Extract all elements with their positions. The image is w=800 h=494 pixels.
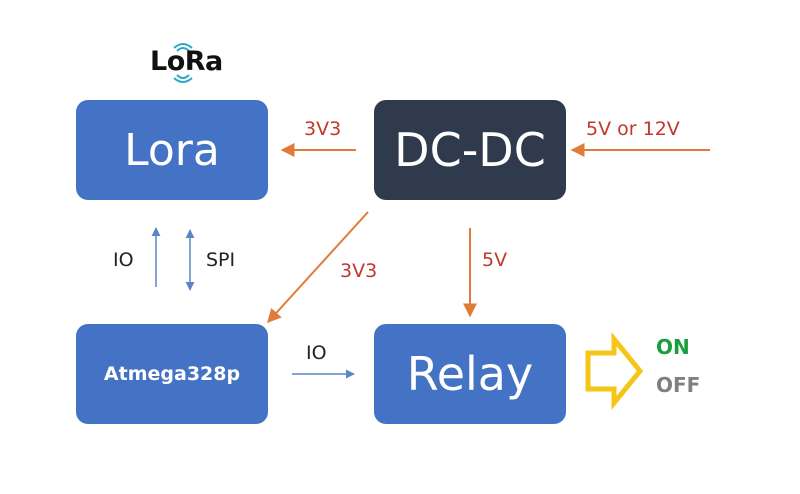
atmega-block-label: Atmega328p (103, 363, 241, 385)
label-atmega-to-relay: IO (306, 342, 327, 364)
output-on-label: ON (656, 335, 690, 359)
arrow-dcdc-to-atmega (267, 211, 369, 324)
lora-block-label: Lora (124, 124, 220, 176)
label-dcdc-to-relay: 5V (482, 249, 508, 271)
lora-block: Lora (76, 100, 268, 200)
label-lora-atmega-io: IO (113, 249, 134, 271)
dcdc-block-label: DC-DC (394, 123, 546, 177)
output-arrow-icon (585, 331, 644, 411)
dcdc-block: DC-DC (374, 100, 566, 200)
relay-block: Relay (374, 324, 566, 424)
atmega-block: Atmega328p (76, 324, 268, 424)
label-dcdc-to-lora: 3V3 (304, 118, 342, 140)
label-input-power: 5V or 12V (586, 118, 680, 140)
relay-block-label: Relay (406, 347, 534, 401)
output-off-label: OFF (656, 373, 701, 397)
lora-logo-signal-icon (173, 43, 193, 83)
label-lora-atmega-spi: SPI (206, 249, 236, 271)
label-dcdc-to-atmega: 3V3 (340, 260, 378, 282)
lora-logo-text: LoRa (150, 46, 223, 77)
